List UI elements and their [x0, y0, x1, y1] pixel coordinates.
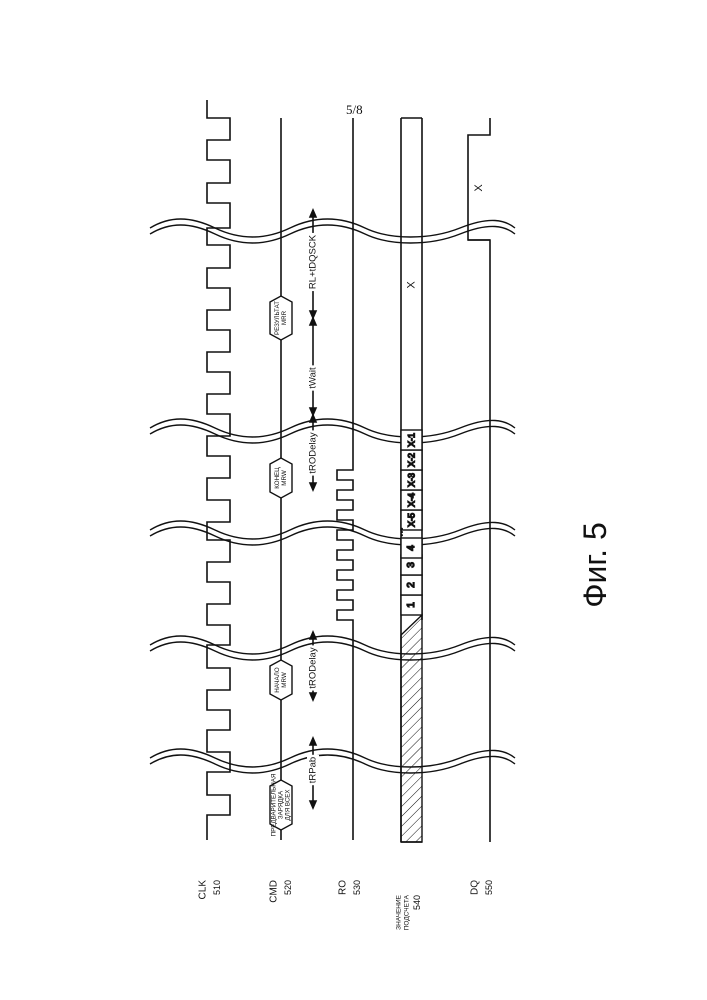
cmd-label-line: ДЛЯ ВСЕХ — [285, 789, 292, 820]
timing-arrowhead — [310, 483, 316, 490]
cmd-label-line: MRR — [281, 310, 288, 325]
signal-ref: 540 — [412, 895, 422, 910]
count-final-value: X — [406, 281, 418, 289]
time-breaks — [150, 219, 515, 773]
signal-name-cont: ПОДСЧЕТА — [404, 894, 411, 930]
timing-arrowhead — [310, 738, 316, 745]
count-box-label: 1 — [406, 602, 417, 608]
timing-arrowhead — [310, 693, 316, 700]
cmd-label-line: ЗАРЯДКА — [278, 790, 285, 819]
signal-ref: 520 — [283, 880, 293, 895]
count-box-label: 2 — [406, 582, 417, 588]
count-box-label: 3 — [406, 562, 417, 568]
timing-label: RL+tDQSCK — [308, 234, 319, 289]
count-boxes: 1 2 3 4 X-5 X-4 X-3 X-2 X-1 — [401, 430, 422, 615]
timing-arrow: tWait — [307, 318, 319, 415]
count-box: X-5 — [401, 510, 422, 530]
count-box: X-3 — [401, 470, 422, 490]
timing-arrowhead — [310, 632, 316, 639]
count-box: X-1 — [401, 430, 422, 450]
count-box-label: X-4 — [407, 493, 417, 507]
timing-arrowhead — [310, 210, 316, 217]
count-hatched-region — [401, 615, 422, 842]
count-box: 1 — [401, 595, 422, 615]
cmd-hexagon: КОНЕЦMRW — [270, 458, 292, 498]
signal-label: RO530 — [338, 880, 363, 895]
cmd-hexagon: НАЧАЛОMRW — [270, 660, 292, 700]
count-box-label: X-5 — [407, 513, 417, 527]
count-box-label: X-2 — [407, 453, 417, 467]
time-break — [150, 419, 515, 443]
signal-name: RO — [338, 880, 349, 895]
figure-caption: Фиг. 5 — [535, 505, 655, 625]
text-labels: ••• X X CLK510 CMD520 RO530ЗНАЧЕНИЕПОДСЧЕТА54… — [198, 184, 495, 931]
signal-name: ЗНАЧЕНИЕ — [396, 894, 403, 929]
timing-label: tRODelay — [308, 432, 319, 473]
timing-arrowhead — [310, 408, 316, 415]
timing-arrows: tRPab tRODelay tRODelay tWait RL+tDQSCK — [307, 210, 319, 808]
signal-label: ЗНАЧЕНИЕПОДСЧЕТА540 — [396, 894, 423, 930]
timing-arrowhead — [310, 801, 316, 808]
timing-label: tWait — [308, 367, 319, 389]
cmd-label-line: КОНЕЦ — [274, 467, 281, 489]
count-box: 2 — [401, 575, 422, 595]
timing-label: tRODelay — [308, 647, 319, 688]
signal-label: CMD520 — [269, 880, 294, 903]
signal-name: DQ — [470, 880, 481, 895]
count-box: X-4 — [401, 490, 422, 510]
signal-ref: 510 — [212, 880, 222, 895]
time-break — [150, 749, 515, 773]
clk-wave — [207, 100, 230, 840]
signal-label: DQ550 — [470, 880, 495, 895]
signal-traces — [207, 100, 490, 842]
count-box-label: 4 — [406, 545, 417, 551]
timing-arrow: tRPab — [307, 738, 319, 808]
timing-label: tRPab — [308, 757, 319, 783]
cmd-label-line: MRW — [281, 470, 288, 486]
cmd-hexagon: ПРЕДВАРИТЕЛЬНАЯЗАРЯДКАДЛЯ ВСЕХ — [270, 774, 292, 837]
dq-value: X — [473, 184, 485, 192]
cmd-label-line: РЕЗУЛЬТАТ — [274, 301, 281, 335]
signal-ref: 530 — [352, 880, 362, 895]
signal-ref: 550 — [484, 880, 494, 895]
time-break — [150, 219, 515, 243]
count-box-label: X-1 — [407, 433, 417, 447]
signal-label: CLK510 — [198, 880, 223, 900]
cmd-label-line: MRW — [281, 672, 288, 688]
count-box: X-2 — [401, 450, 422, 470]
signal-name: CLK — [198, 880, 209, 900]
cmd-label-line: ПРЕДВАРИТЕЛЬНАЯ — [271, 774, 278, 837]
cmd-hexagon: РЕЗУЛЬТАТMRR — [270, 296, 292, 340]
count-ellipsis: ••• — [397, 527, 407, 536]
time-break — [150, 636, 515, 660]
time-break — [150, 521, 515, 545]
cmd-label-line: НАЧАЛО — [274, 667, 281, 693]
signal-name: CMD — [269, 880, 280, 903]
timing-arrowhead — [310, 311, 316, 318]
count-box: 4 — [401, 538, 422, 558]
count-box-label: X-3 — [407, 473, 417, 487]
